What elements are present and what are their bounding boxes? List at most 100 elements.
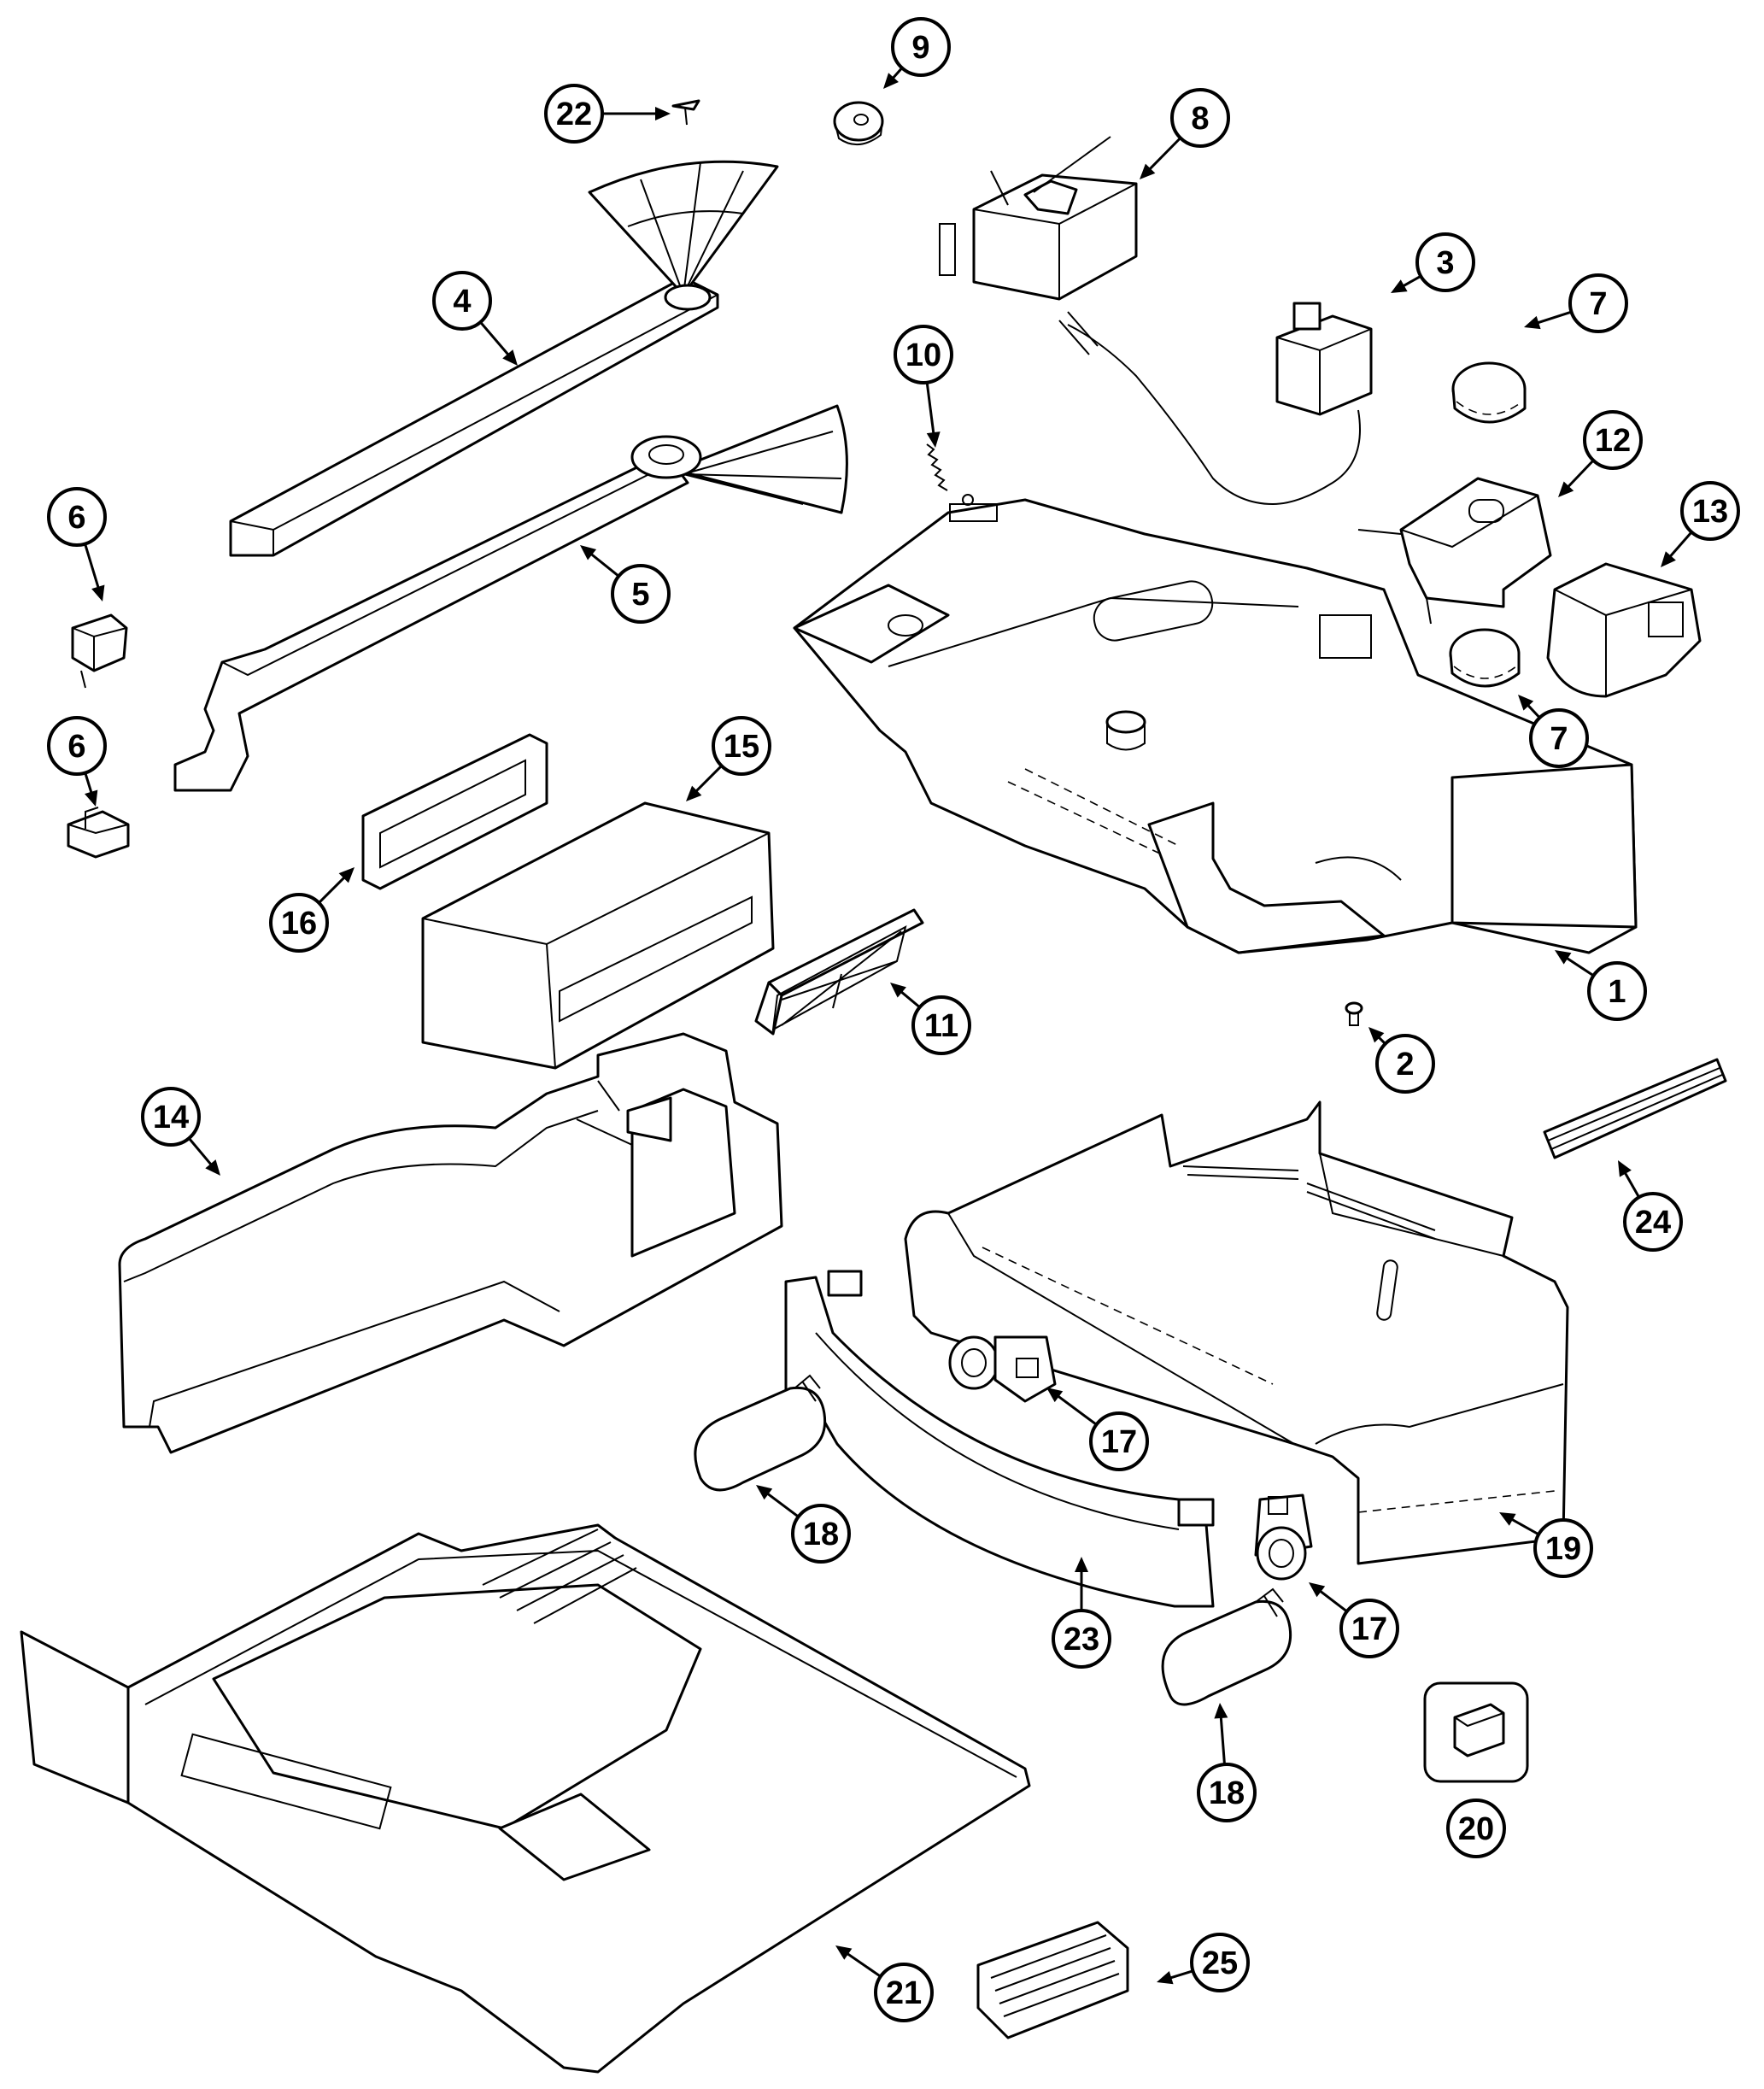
leader-line bbox=[1146, 137, 1181, 173]
callout-circle bbox=[891, 17, 951, 77]
part-3-thermostat bbox=[1058, 302, 1373, 506]
arrow-head bbox=[1214, 1703, 1228, 1719]
callout-label: 10 bbox=[905, 337, 941, 373]
callout-c21: 21 bbox=[835, 1945, 934, 2022]
leader-line bbox=[1534, 310, 1573, 326]
arrow-head bbox=[580, 545, 597, 560]
part-24-rail bbox=[1543, 1058, 1727, 1159]
callout-label: 17 bbox=[1351, 1611, 1387, 1647]
callout-c1: 1 bbox=[1555, 950, 1647, 1021]
leader-line bbox=[1167, 1969, 1193, 1980]
part-7-knob-lower bbox=[1449, 628, 1521, 688]
callout-circle bbox=[1568, 273, 1628, 333]
callout-label: 5 bbox=[631, 577, 649, 613]
callout-label: 12 bbox=[1595, 423, 1631, 459]
arrow-head bbox=[1661, 551, 1676, 567]
part-19-light-housing bbox=[904, 1100, 1569, 1565]
callout-circle bbox=[1089, 1411, 1149, 1471]
part-17-socket-upper bbox=[948, 1335, 1057, 1403]
leader-line bbox=[1565, 459, 1595, 490]
callout-c15: 15 bbox=[686, 716, 771, 801]
part-11-filter bbox=[754, 908, 924, 1036]
callout-c5: 5 bbox=[580, 545, 671, 624]
leader-line bbox=[1622, 1170, 1640, 1199]
callout-circle bbox=[1170, 88, 1230, 148]
leader-line bbox=[693, 765, 723, 795]
leader-line bbox=[1055, 1394, 1098, 1426]
callout-c17b: 17 bbox=[1309, 1582, 1399, 1658]
callout-label: 19 bbox=[1545, 1531, 1581, 1567]
leader-line bbox=[1667, 531, 1693, 560]
callout-circle bbox=[1052, 1609, 1111, 1669]
callout-label: 17 bbox=[1101, 1424, 1137, 1460]
arrow-head bbox=[91, 584, 105, 601]
callout-label: 2 bbox=[1396, 1047, 1414, 1083]
part-14-duct-cover bbox=[118, 1032, 783, 1454]
arrow-head bbox=[1309, 1582, 1326, 1598]
callout-label: 23 bbox=[1064, 1622, 1099, 1658]
leader-line bbox=[1509, 1517, 1539, 1536]
arrow-head bbox=[338, 867, 355, 883]
arrow-head bbox=[756, 1485, 773, 1500]
leader-line bbox=[1563, 955, 1595, 977]
callout-circle bbox=[1190, 1933, 1250, 1992]
part-15-duct bbox=[421, 801, 775, 1070]
leader-line bbox=[765, 1491, 800, 1518]
callout-label: 3 bbox=[1436, 245, 1454, 281]
arrow-head bbox=[85, 789, 98, 807]
part-13-motor bbox=[1546, 562, 1702, 698]
arrow-head bbox=[1499, 1512, 1516, 1526]
callout-label: 21 bbox=[886, 1975, 922, 2011]
callout-label: 25 bbox=[1202, 1945, 1238, 1981]
arrow-head bbox=[1157, 1971, 1174, 1985]
callout-label: 13 bbox=[1692, 494, 1728, 530]
leader-line bbox=[1400, 274, 1421, 289]
leader-line bbox=[318, 874, 348, 904]
callout-c14: 14 bbox=[141, 1087, 220, 1176]
leader-line bbox=[898, 989, 921, 1009]
callout-c12: 12 bbox=[1558, 410, 1643, 497]
callout-c23: 23 bbox=[1052, 1557, 1111, 1669]
part-25-grille bbox=[976, 1921, 1129, 2039]
callout-circle bbox=[791, 1504, 851, 1564]
callout-label: 6 bbox=[67, 500, 85, 536]
callout-label: 24 bbox=[1635, 1205, 1671, 1241]
callout-label: 7 bbox=[1589, 286, 1607, 322]
arrow-head bbox=[1046, 1388, 1064, 1403]
part-18-bulb-upper bbox=[694, 1374, 827, 1492]
callout-c13: 13 bbox=[1661, 481, 1740, 567]
part-23-lens bbox=[784, 1270, 1215, 1608]
callout-c2: 2 bbox=[1368, 1027, 1435, 1094]
callout-label: 15 bbox=[724, 729, 759, 765]
callout-c7a: 7 bbox=[1524, 273, 1628, 333]
arrow-head bbox=[1524, 315, 1541, 330]
part-18-bulb-lower bbox=[1161, 1587, 1292, 1706]
callout-circle bbox=[1623, 1192, 1683, 1252]
part-10-spring bbox=[926, 443, 974, 506]
callout-c25: 25 bbox=[1157, 1933, 1250, 1992]
callout-c10: 10 bbox=[894, 325, 953, 448]
arrow-head bbox=[1368, 1027, 1385, 1043]
arrow-head bbox=[1555, 950, 1572, 965]
arrow-head bbox=[1618, 1160, 1632, 1177]
callout-c18a: 18 bbox=[756, 1485, 851, 1564]
callout-circle bbox=[1339, 1599, 1399, 1658]
callout-circle bbox=[1680, 481, 1740, 541]
callout-circle bbox=[1533, 1518, 1593, 1578]
leader-line bbox=[188, 1137, 214, 1168]
part-4-arm bbox=[229, 160, 779, 557]
part-6-clip-lower bbox=[67, 807, 130, 859]
callout-c6a: 6 bbox=[47, 487, 107, 601]
callout-c7b: 7 bbox=[1518, 695, 1589, 768]
callout-circle bbox=[894, 325, 953, 384]
arrow-head bbox=[1518, 695, 1534, 711]
arrow-head bbox=[926, 431, 941, 448]
arrow-head bbox=[1558, 481, 1574, 497]
callout-c4: 4 bbox=[432, 271, 518, 366]
callout-label: 18 bbox=[803, 1517, 839, 1552]
leader-line bbox=[588, 551, 620, 578]
callout-circle bbox=[611, 564, 671, 624]
callout-label: 14 bbox=[153, 1100, 189, 1135]
arrow-head bbox=[655, 107, 671, 120]
